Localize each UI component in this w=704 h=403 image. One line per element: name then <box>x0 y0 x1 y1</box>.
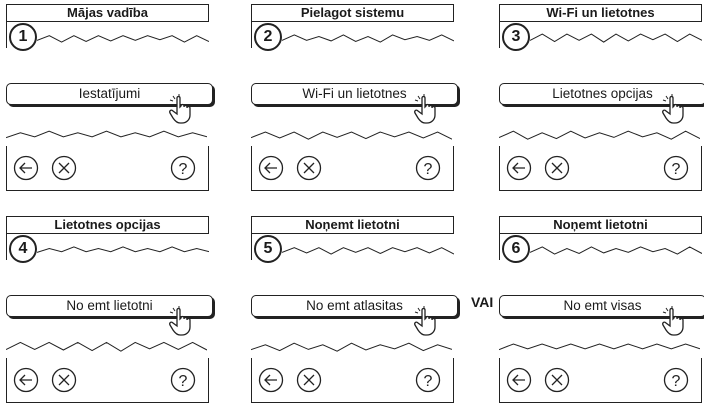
or-connector-label: VAI <box>471 294 494 310</box>
screen-title: Pielagot sistemu <box>300 5 405 20</box>
torn-edge-bottom <box>6 130 207 139</box>
screen-header: Noņemt lietotni <box>251 216 454 234</box>
hand-pointer-icon <box>662 306 684 336</box>
torn-edge-bottom <box>251 131 452 140</box>
menu-option-button[interactable]: Wi-Fi un lietotnes <box>251 83 458 105</box>
cancel-icon[interactable] <box>51 155 77 181</box>
hand-pointer-icon <box>662 94 684 124</box>
back-arrow-icon[interactable] <box>13 367 39 393</box>
step-number: 2 <box>254 23 282 51</box>
step-panel-5: Noņemt lietotni 5 No emt atlasitas <box>245 212 458 403</box>
svg-text:?: ? <box>424 373 433 390</box>
menu-option-label: Iestatījumi <box>78 86 141 101</box>
back-arrow-icon[interactable] <box>258 155 284 181</box>
hand-pointer-icon <box>169 94 191 124</box>
step-panel-6: Noņemt lietotni 6 No emt visas <box>493 212 704 403</box>
menu-option-label: No emt lietotni <box>66 298 153 313</box>
torn-edge-top <box>37 246 209 253</box>
screen-bottom-frame: ? <box>6 358 209 403</box>
svg-text:?: ? <box>179 373 188 390</box>
back-arrow-icon[interactable] <box>13 155 39 181</box>
screen-top-frame: 3 <box>499 20 702 51</box>
cancel-icon[interactable] <box>544 155 570 181</box>
menu-option-button[interactable]: No emt visas <box>499 295 704 317</box>
screen-title: Mājas vadība <box>67 5 148 20</box>
torn-edge-bottom <box>499 130 700 140</box>
step-panel-4: Lietotnes opcijas 4 No emt lietotni <box>0 212 213 403</box>
screen-title: Noņemt lietotni <box>305 217 400 232</box>
step-number: 3 <box>502 23 530 51</box>
torn-edge-bottom <box>251 342 452 352</box>
help-icon[interactable]: ? <box>663 367 689 393</box>
back-arrow-icon[interactable] <box>506 367 532 393</box>
screen-bottom-frame: ? <box>251 358 454 403</box>
screen-bottom-frame: ? <box>499 358 702 403</box>
torn-edge-top <box>37 35 209 43</box>
step-number: 4 <box>9 235 37 263</box>
menu-option-label: No emt visas <box>563 298 642 313</box>
screen-title: Wi-Fi un lietotnes <box>546 5 655 20</box>
screen-header: Wi-Fi un lietotnes <box>499 4 702 22</box>
step-number: 1 <box>9 23 37 51</box>
menu-option-label: Lietotnes opcijas <box>552 86 653 101</box>
screen-header: Pielagot sistemu <box>251 4 454 22</box>
cancel-icon[interactable] <box>296 367 322 393</box>
cancel-icon[interactable] <box>544 367 570 393</box>
hand-pointer-icon <box>414 306 436 336</box>
menu-option-button[interactable]: No emt lietotni <box>6 295 213 317</box>
screen-header: Mājas vadība <box>6 4 209 22</box>
torn-edge-top <box>282 247 454 255</box>
hand-pointer-icon <box>414 94 436 124</box>
torn-edge-top <box>282 34 454 43</box>
torn-edge-top <box>530 246 702 255</box>
menu-option-label: No emt atlasitas <box>306 298 403 313</box>
screen-top-frame: 5 <box>251 232 454 263</box>
screen-bottom-frame: ? <box>6 146 209 191</box>
menu-option-button[interactable]: No emt atlasitas <box>251 295 458 317</box>
svg-text:?: ? <box>424 161 433 178</box>
torn-edge-bottom <box>499 343 700 351</box>
help-icon[interactable]: ? <box>170 155 196 181</box>
svg-text:?: ? <box>672 161 681 178</box>
screen-top-frame: 2 <box>251 20 454 51</box>
cancel-icon[interactable] <box>51 367 77 393</box>
cancel-icon[interactable] <box>296 155 322 181</box>
help-icon[interactable]: ? <box>663 155 689 181</box>
torn-edge-bottom <box>6 341 207 352</box>
screen-top-frame: 4 <box>6 232 209 263</box>
step-number: 6 <box>502 235 530 263</box>
svg-text:?: ? <box>179 161 188 178</box>
screen-top-frame: 6 <box>499 232 702 263</box>
menu-option-button[interactable]: Iestatījumi <box>6 83 213 105</box>
screen-top-frame: 1 <box>6 20 209 51</box>
menu-option-button[interactable]: Lietotnes opcijas <box>499 83 704 105</box>
torn-edge-top <box>530 33 702 43</box>
back-arrow-icon[interactable] <box>258 367 284 393</box>
help-icon[interactable]: ? <box>170 367 196 393</box>
screen-header: Noņemt lietotni <box>499 216 702 234</box>
hand-pointer-icon <box>169 306 191 336</box>
screen-header: Lietotnes opcijas <box>6 216 209 234</box>
screen-title: Noņemt lietotni <box>553 217 648 232</box>
step-panel-3: Wi-Fi un lietotnes 3 Lietotnes opcijas <box>493 0 704 191</box>
back-arrow-icon[interactable] <box>506 155 532 181</box>
step-panel-1: Mājas vadība 1 Iestatījumi <box>0 0 213 191</box>
screen-title: Lietotnes opcijas <box>54 217 161 232</box>
help-icon[interactable]: ? <box>415 155 441 181</box>
menu-option-label: Wi-Fi un lietotnes <box>302 86 407 101</box>
screen-bottom-frame: ? <box>499 146 702 191</box>
help-icon[interactable]: ? <box>415 367 441 393</box>
step-number: 5 <box>254 235 282 263</box>
step-panel-2: Pielagot sistemu 2 Wi-Fi un lietotnes <box>245 0 458 191</box>
svg-text:?: ? <box>672 373 681 390</box>
screen-bottom-frame: ? <box>251 146 454 191</box>
